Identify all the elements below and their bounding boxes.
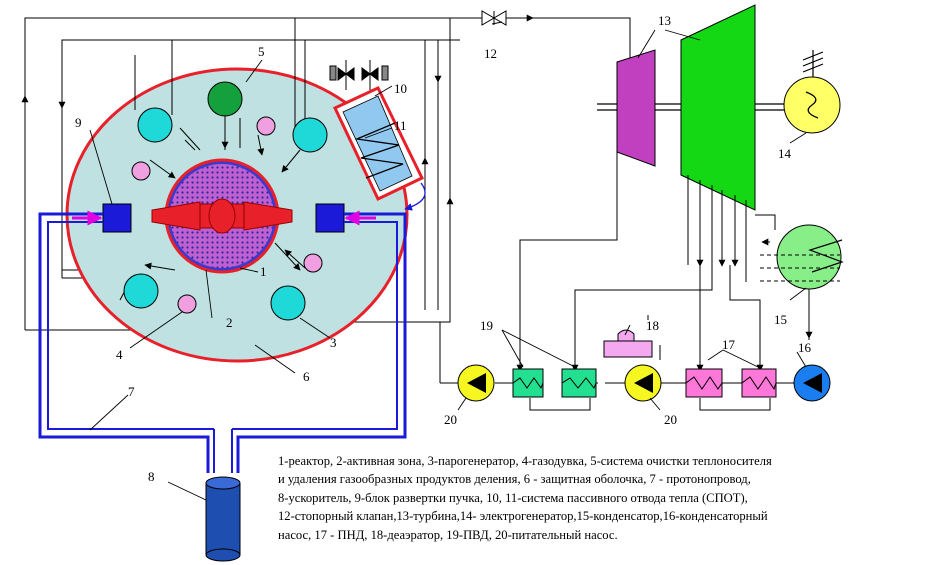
legend-line-3: 8-ускоритель, 9-блок развертки пучка, 10… [278, 490, 748, 505]
label-17: 17 [722, 337, 736, 352]
steam-generator-bottom-left [123, 273, 159, 309]
beam-sweep-block-left [102, 203, 132, 233]
stop-valve-icon [481, 10, 507, 26]
label-20-left: 20 [444, 412, 457, 427]
label-15: 15 [774, 312, 787, 327]
condenser-coil [808, 239, 844, 273]
lp-heater-1 [685, 368, 723, 398]
label-20-right: 20 [664, 412, 677, 427]
label-11: 11 [394, 118, 407, 133]
hp-heater-2 [561, 368, 597, 398]
label-3: 3 [330, 335, 337, 350]
label-19: 19 [480, 318, 493, 333]
steam-generator-top-right [292, 117, 328, 153]
beam-sweep-block-right [315, 203, 345, 233]
gas-blower-right [303, 253, 323, 273]
steam-generator-top-left [137, 107, 173, 143]
condensate-pump-icon [803, 373, 822, 393]
feed-pump-right-icon [634, 373, 653, 393]
label-13: 13 [658, 13, 671, 28]
label-2: 2 [226, 315, 233, 330]
generator-wave-icon [805, 91, 819, 119]
cooling-water-lines [760, 254, 840, 282]
hp-heater-1 [512, 368, 544, 398]
beam-target [151, 198, 293, 234]
main-steam-line [470, 14, 631, 58]
label-6: 6 [303, 369, 310, 384]
label-12: 12 [484, 46, 497, 61]
label-10: 10 [394, 81, 407, 96]
label-8: 8 [148, 469, 155, 484]
label-16: 16 [798, 340, 812, 355]
lp-heater-2 [741, 368, 777, 398]
gas-blower-bottom [177, 294, 197, 314]
label-1: 1 [260, 264, 267, 279]
label-5: 5 [258, 44, 265, 59]
gas-blower-left [131, 161, 151, 181]
gas-blower-top [256, 116, 276, 136]
legend-line-5: насос, 17 - ПНД, 18-деаэратор, 19-ПВД, 2… [278, 527, 618, 542]
proton-line [38, 212, 407, 473]
label-14: 14 [778, 146, 792, 161]
legend-line-4: 12-стопорный клапан,13-турбина,14- элект… [278, 509, 768, 524]
label-9: 9 [75, 115, 82, 130]
cleanup-system [207, 81, 243, 117]
legend-line-1: 1-реактор, 2-активная зона, 3-парогенера… [278, 454, 772, 468]
feed-pump-left-icon [467, 373, 486, 393]
legend-line-2: и удаления газообразных продуктов делени… [278, 472, 751, 487]
accelerator [205, 476, 241, 562]
label-18: 18 [646, 318, 659, 333]
deaerator [603, 329, 653, 358]
steam-generator-bottom-right [270, 285, 306, 321]
isolation-valves-icon [329, 60, 389, 90]
leader-lines [89, 21, 807, 501]
condenser [776, 224, 842, 290]
hp-turbine [616, 49, 656, 167]
grid-connection-icon [802, 50, 824, 77]
passive-heat-removal [332, 86, 426, 211]
label-7: 7 [128, 384, 135, 399]
turbine-hall-piping [439, 152, 813, 411]
label-4: 4 [116, 347, 123, 362]
lp-turbine [680, 4, 756, 211]
legend: 1-реактор, 2-активная зона, 3-парогенера… [278, 452, 918, 544]
